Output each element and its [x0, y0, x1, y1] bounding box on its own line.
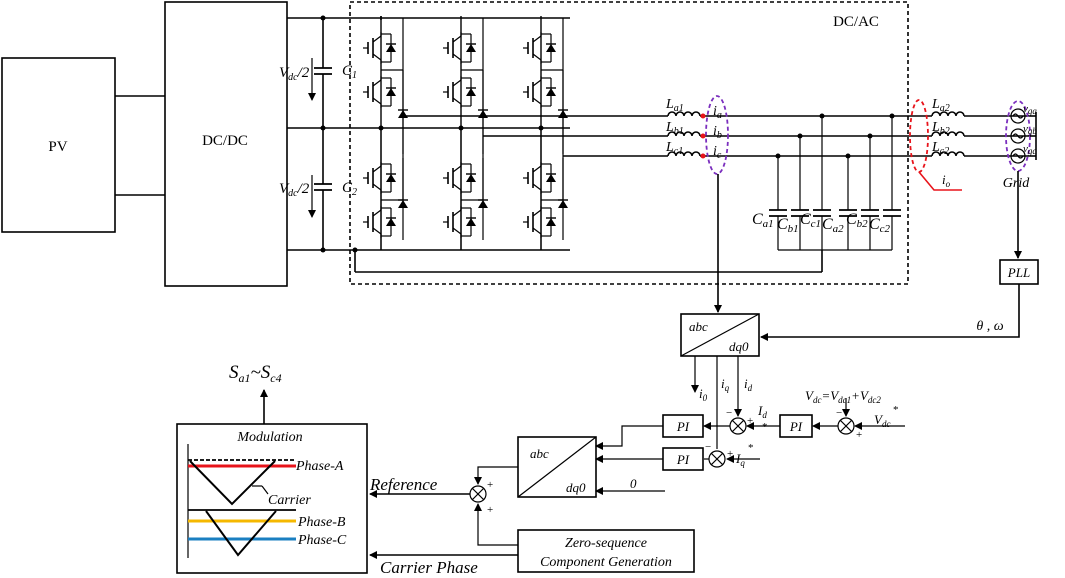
pi1-label: PI: [676, 419, 690, 434]
iq-summing-junction: [708, 450, 726, 468]
la2-label: La2: [931, 97, 950, 114]
vdc-plus: +: [856, 429, 862, 441]
vdc-half-label-2: Vdc/2: [279, 181, 310, 199]
cc1-label: Cc1: [800, 211, 821, 230]
filter-capacitor-bank-2: [838, 113, 902, 250]
zero-seq-line1: Zero-sequence: [565, 536, 647, 551]
ref-plus-1: +: [487, 479, 493, 491]
pi2-label: PI: [676, 452, 690, 467]
pll-label: PLL: [1007, 265, 1030, 280]
dcdc-label: DC/DC: [202, 133, 248, 149]
switch-signals-label: Sa1~Sc4: [229, 362, 282, 385]
cc2-label: Cc2: [869, 216, 891, 235]
vgc-label: vgc: [1023, 143, 1036, 156]
pi-voltage-controller: PI: [779, 414, 813, 438]
id-summing-junction: [729, 417, 747, 435]
grid-label: Grid: [1003, 176, 1030, 191]
ref-plus-2: +: [487, 504, 493, 516]
grid-sources: vga vgb vgc Grid: [1003, 100, 1037, 191]
abc-bot-label: abc: [530, 446, 549, 461]
iq-plus: +: [727, 448, 733, 460]
filter-capacitor-bank-1: [768, 113, 832, 250]
ca2-label: Ca2: [822, 216, 844, 235]
inverter-leg-a: [363, 16, 408, 250]
phase-b-line: [483, 131, 1030, 137]
id-label: id: [744, 376, 753, 393]
ia-label: ia: [713, 104, 722, 121]
lb2-label: Lb2: [931, 120, 950, 137]
vdc-ref-label: Vdc: [874, 412, 890, 429]
inverter-leg-c: [523, 16, 568, 250]
output-current-sensor: io: [909, 99, 962, 191]
abc-top-label: abc: [689, 319, 708, 334]
inverter-leg-b: [443, 16, 488, 250]
theta-omega-label: θ , ω: [976, 319, 1003, 334]
reference-summing-junction: [469, 485, 487, 503]
phase-b-label: Phase-B: [297, 515, 346, 530]
vgb-label: vgb: [1023, 123, 1037, 136]
c1-label: C1: [342, 63, 357, 81]
dc-link-capacitor-c2: [313, 128, 333, 250]
io-label: io: [942, 172, 951, 189]
lc1-label: Lc1: [665, 140, 683, 157]
pi-d-current-controller: PI: [662, 414, 704, 438]
ic-label: ic: [713, 144, 722, 161]
la1-label: La1: [665, 97, 684, 114]
pv-block: PV: [1, 57, 116, 233]
inverter-current-sensor: ia ib ic: [705, 95, 729, 175]
modulation-block: Modulation Phase-A Carrier Phase-B Phase…: [176, 423, 368, 574]
phase-c-label: Phase-C: [297, 533, 347, 548]
reference-label: Reference: [369, 475, 438, 494]
dq0-abc-transform-reference: abc dq0: [517, 436, 597, 498]
dcac-block: DC/AC: [349, 1, 909, 285]
phase-c-line: [563, 151, 1030, 157]
carrier-phase-label: Carrier Phase: [380, 558, 478, 577]
vdc-ref-star: *: [893, 404, 899, 416]
vdc-summing-junction: [837, 417, 855, 435]
vdc-half-label-1: Vdc/2: [279, 65, 310, 83]
pi-q-current-controller: PI: [662, 447, 704, 471]
carrier-wave-upper: [189, 460, 276, 506]
id-ref-label: Id: [757, 403, 767, 420]
ib-label: ib: [713, 124, 722, 141]
phase-a-label: Phase-A: [295, 459, 344, 474]
ca1-label: Ca1: [752, 211, 774, 230]
carrier-label: Carrier: [268, 493, 311, 508]
vga-label: vga: [1023, 103, 1037, 116]
cb2-label: Cb2: [846, 211, 868, 230]
dq0-bot-label: dq0: [566, 480, 586, 495]
vdc-minus: −: [836, 407, 842, 419]
pll-block: PLL: [999, 259, 1039, 285]
pv-label: PV: [48, 139, 67, 155]
dc-link-capacitor-c1: [313, 18, 333, 128]
lc2-label: Lc2: [931, 140, 949, 157]
id-ref-star: *: [762, 421, 768, 433]
dcdc-block: DC/DC: [164, 1, 288, 287]
zero-seq-line2: Component Generation: [540, 555, 672, 570]
lb1-label: Lb1: [665, 120, 684, 137]
abc-dq0-transform-current: abc dq0: [680, 313, 760, 357]
iq-minus: −: [705, 441, 711, 453]
id-minus: −: [726, 407, 732, 419]
iq-label: iq: [721, 376, 730, 393]
dq0-top-label: dq0: [729, 339, 749, 354]
id-plus: +: [747, 415, 753, 427]
dcac-label: DC/AC: [833, 14, 879, 30]
pi3-label: PI: [789, 419, 803, 434]
cb1-label: Cb1: [777, 216, 799, 235]
zero-sequence-generator-block: Zero-sequence Component Generation: [517, 529, 695, 573]
vdc-equation: Vdc=Vdc1+Vdc2: [805, 388, 881, 405]
carrier-wave-lower: [205, 510, 277, 557]
c2-label: C2: [342, 180, 357, 198]
modulation-title: Modulation: [236, 430, 302, 445]
iq-ref-star: *: [748, 442, 754, 454]
i0-label: i0: [699, 386, 708, 403]
zero-input-label: 0: [630, 476, 637, 491]
